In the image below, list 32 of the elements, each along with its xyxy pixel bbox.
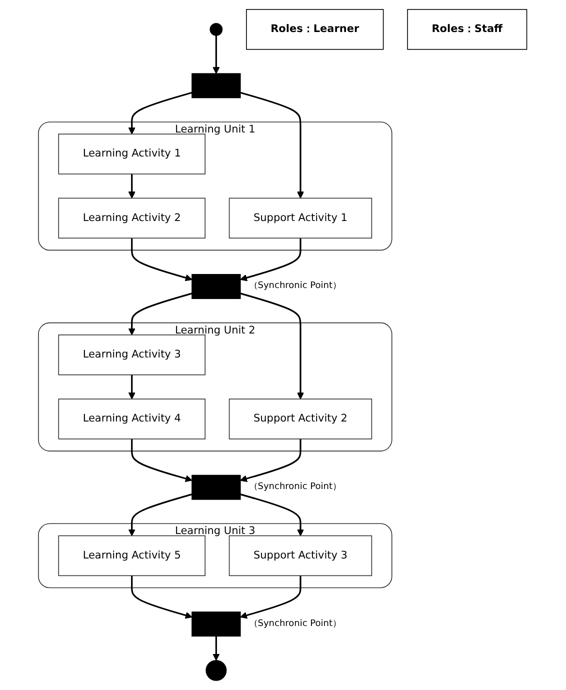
arrow [128, 494, 193, 536]
node-box: Learning Activity 4 [58, 398, 206, 440]
node-box: Learning Activity 5 [58, 535, 206, 576]
arrow [131, 576, 193, 619]
node-box: Learning Activity 3 [58, 334, 206, 376]
arrow [131, 238, 193, 282]
node-box: Support Activity 3 [229, 535, 372, 576]
node-bar [192, 474, 242, 500]
arrow [213, 636, 220, 661]
arrow [240, 92, 304, 199]
node-box: Support Activity 2 [229, 398, 372, 440]
node-box: Learning Activity 2 [58, 198, 206, 239]
node-box: Roles：Staff [408, 9, 528, 50]
node-bar [192, 274, 242, 300]
node-box: Support Activity 1 [229, 198, 372, 239]
arrow [240, 238, 302, 282]
arrow [240, 438, 302, 482]
arrow [128, 92, 193, 134]
arrow [131, 438, 193, 482]
arrow [128, 174, 136, 199]
node-box: Learning Activity 1 [58, 134, 206, 174]
node-circle [206, 660, 228, 681]
arrow [213, 35, 220, 74]
node-box: Roles：Learner [246, 9, 384, 50]
arrow [240, 576, 302, 619]
arrow [128, 374, 136, 400]
arrow [240, 494, 304, 536]
node-bar [192, 612, 242, 637]
node-bar [192, 73, 242, 98]
arrow [128, 292, 193, 336]
arrow [240, 292, 304, 400]
node-circle [210, 22, 224, 36]
